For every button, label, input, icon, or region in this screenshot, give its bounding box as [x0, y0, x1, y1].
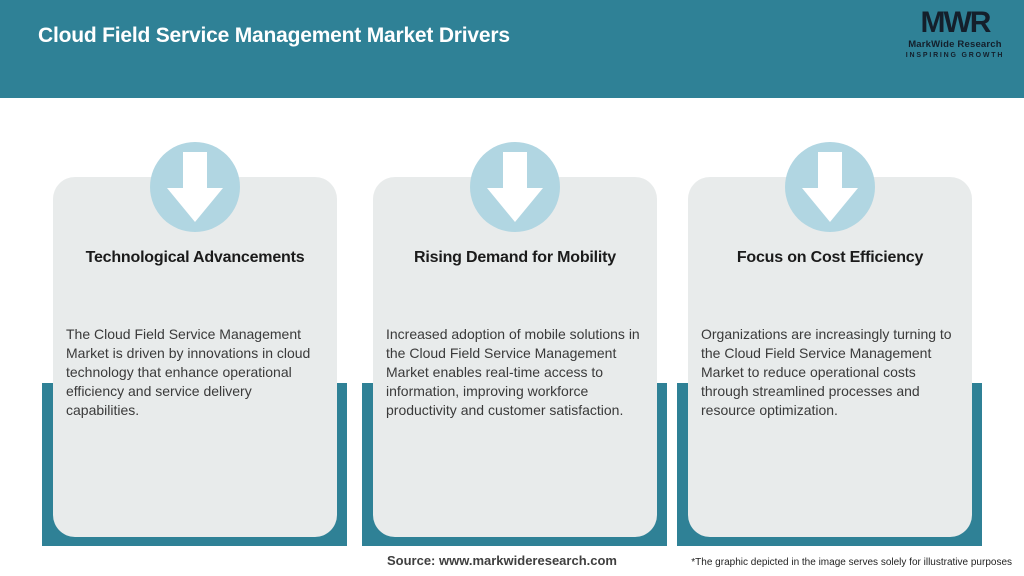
logo-monogram: MWR	[920, 6, 992, 39]
icon-circle	[785, 142, 875, 232]
arrow-down-icon	[167, 152, 223, 222]
card-description: Increased adoption of mobile solutions i…	[386, 326, 640, 418]
disclaimer-text: *The graphic depicted in the image serve…	[691, 557, 1012, 568]
source-text: Source: www.markwideresearch.com	[386, 553, 617, 568]
card-description: The Cloud Field Service Management Marke…	[66, 326, 311, 418]
icon-circle	[150, 142, 240, 232]
page-title: Cloud Field Service Management Market Dr…	[38, 24, 510, 47]
icon-circle	[470, 142, 560, 232]
card-title: Rising Demand for Mobility	[414, 249, 616, 266]
card-title: Focus on Cost Efficiency	[736, 249, 924, 266]
logo-name: MarkWide Research	[908, 39, 1002, 50]
card-technological-advancements: Technological Advancements The Cloud Fie…	[53, 177, 337, 537]
arrow-down-icon	[802, 152, 858, 222]
card-focus-on-cost-efficiency: Focus on Cost Efficiency Organizations a…	[688, 177, 972, 537]
arrow-down-icon	[487, 152, 543, 222]
logo-tagline: INSPIRING GROWTH	[905, 51, 1005, 59]
card-title: Technological Advancements	[85, 249, 305, 266]
card-rising-demand-for-mobility: Rising Demand for Mobility Increased ado…	[373, 177, 657, 537]
header: Cloud Field Service Management Market Dr…	[0, 0, 1024, 98]
card-description: Organizations are increasingly turning t…	[701, 326, 952, 418]
brand-logo: MWR MarkWide Research INSPIRING GROWTH	[900, 8, 1010, 59]
